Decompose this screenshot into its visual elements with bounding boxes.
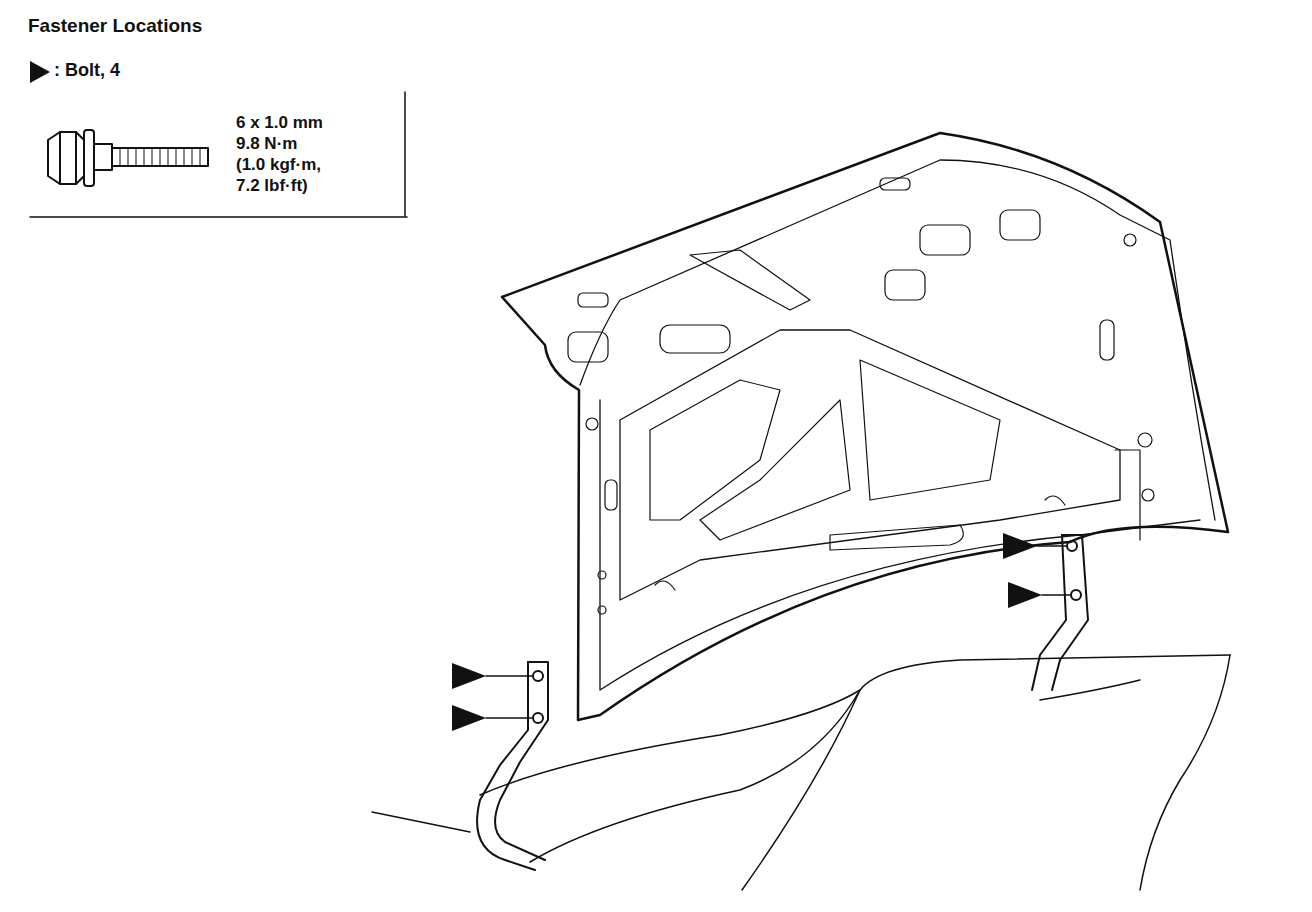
- legend-text: : Bolt, 4: [54, 61, 120, 81]
- bolt-marker: [30, 61, 50, 83]
- torque-value: 7.2 lbf·ft): [236, 177, 308, 196]
- bolt-size: 6 x 1.0 mm: [236, 114, 323, 133]
- section-title: Fastener Locations: [28, 16, 202, 37]
- torque-value: (1.0 kgf·m,: [236, 156, 321, 175]
- hinge: [477, 662, 548, 870]
- torque-value: 9.8 N·m: [236, 135, 297, 154]
- trunk-lid: [502, 133, 1228, 720]
- bolt-icon: [48, 130, 208, 186]
- bolt-marker: [452, 533, 1070, 731]
- hinge: [1032, 535, 1088, 690]
- car-body: [372, 655, 1230, 890]
